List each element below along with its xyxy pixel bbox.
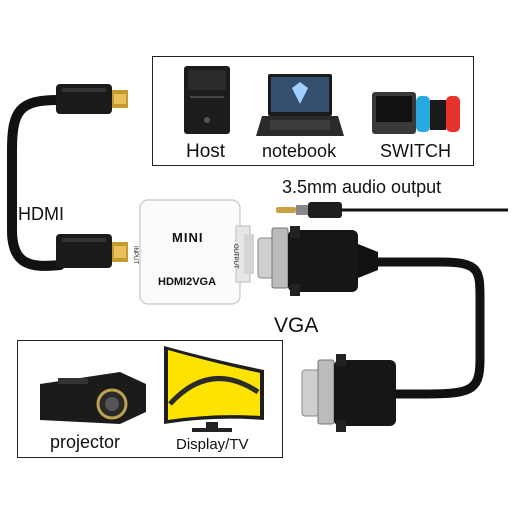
projector-label: projector <box>50 432 121 452</box>
adapter-output-label: OUTPUT <box>232 244 238 269</box>
hdmi-cable <box>7 95 65 271</box>
adapter-box <box>139 199 254 305</box>
audio-label: 3.5mm audio output <box>282 177 442 197</box>
hdmi-plug-top <box>56 84 128 114</box>
audio-plug <box>276 202 508 218</box>
vga-label: VGA <box>274 314 319 337</box>
display-label: Display/TV <box>176 436 249 453</box>
curved-monitor-icon <box>164 346 264 432</box>
host-label: Host <box>186 141 226 162</box>
desktop-tower-icon <box>184 66 230 134</box>
game-console-icon <box>372 92 460 134</box>
hdmi-label: HDMI <box>18 204 64 224</box>
vga-cable <box>378 257 485 399</box>
adapter-input-label: INPUT <box>132 246 138 264</box>
switch-label: SWITCH <box>380 141 451 161</box>
adapter-badge: MINI <box>172 230 204 245</box>
notebook-label: notebook <box>262 141 337 161</box>
adapter-model: HDMI2VGA <box>158 276 217 288</box>
vga-connector-bottom <box>301 354 396 432</box>
projector-icon <box>40 372 146 424</box>
hdmi-plug-bottom <box>56 234 128 268</box>
vga-connector-top <box>257 226 378 296</box>
laptop-icon <box>256 74 344 136</box>
